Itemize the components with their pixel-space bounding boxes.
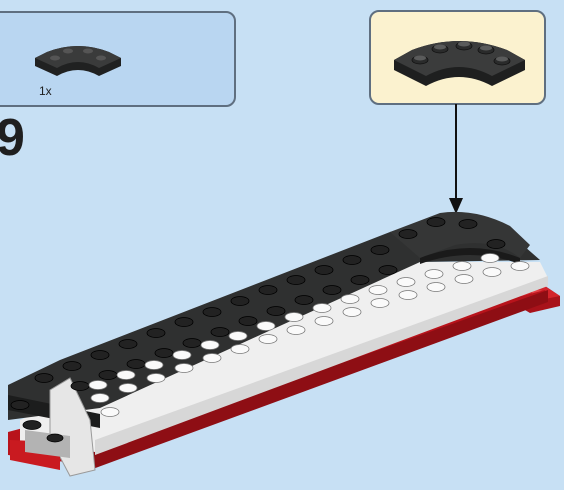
model-assembly [0, 0, 564, 490]
